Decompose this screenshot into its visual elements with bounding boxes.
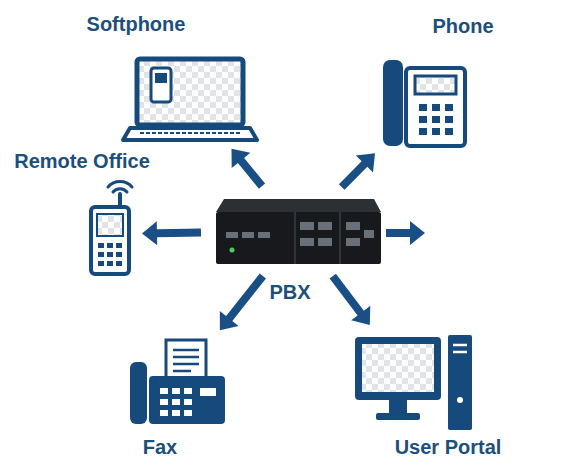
fax-node: Fax [128,338,228,428]
phone-display [415,76,456,94]
fax-icon [130,340,225,424]
pbx-ports [226,222,374,246]
fax-paper-lines [173,350,199,371]
phone-keypad [419,104,453,135]
pbx-front [216,212,381,264]
user-portal-node: User Portal [353,333,473,431]
pc-tower [448,335,472,430]
connector-arrow [232,149,266,189]
pbx-node: PBX [215,197,382,265]
connector-arrow [330,274,371,325]
node-label: Softphone [68,12,204,36]
fax-body [149,376,225,424]
node-label: User Portal [383,435,513,459]
open-arrow [386,221,425,245]
laptop-icon [123,59,257,140]
fax-handset [130,362,147,424]
signal-waves [108,182,132,192]
connector-arrow [339,153,375,190]
laptop-base [123,128,257,140]
laptop-keys [140,132,240,134]
mobile-keypad [98,243,122,266]
node-label: Phone [426,14,500,38]
tower-button [457,397,463,403]
pbx-top [216,199,381,212]
computer-icon [355,335,472,430]
laptop-screen [137,59,243,125]
mini-mobile-screen [155,73,167,83]
mobile-body [91,207,129,274]
pbx-device [216,199,381,264]
node-label: Remote Office [2,149,162,173]
node-label: Fax [133,435,187,459]
mobile-screen [97,214,123,236]
softphone-node: Softphone [125,57,257,141]
tower-slots [453,345,467,352]
desk-phone-icon [383,60,465,146]
pbx-led [230,248,235,253]
phone-body [406,68,465,146]
monitor-stand [389,400,407,414]
remote-office-node: Remote Office [88,192,132,276]
connector-arrow [142,221,201,245]
monitor-base [376,413,420,420]
phone-node: Phone [382,58,467,148]
mobile-icon [91,182,132,274]
phone-handset [383,60,403,146]
monitor-screen [362,344,434,392]
mini-mobile [151,68,171,102]
connector-arrow [220,274,266,331]
node-label: PBX [263,280,317,304]
fax-paper [166,340,206,382]
monitor-frame [355,337,441,400]
fax-keys [160,388,216,416]
